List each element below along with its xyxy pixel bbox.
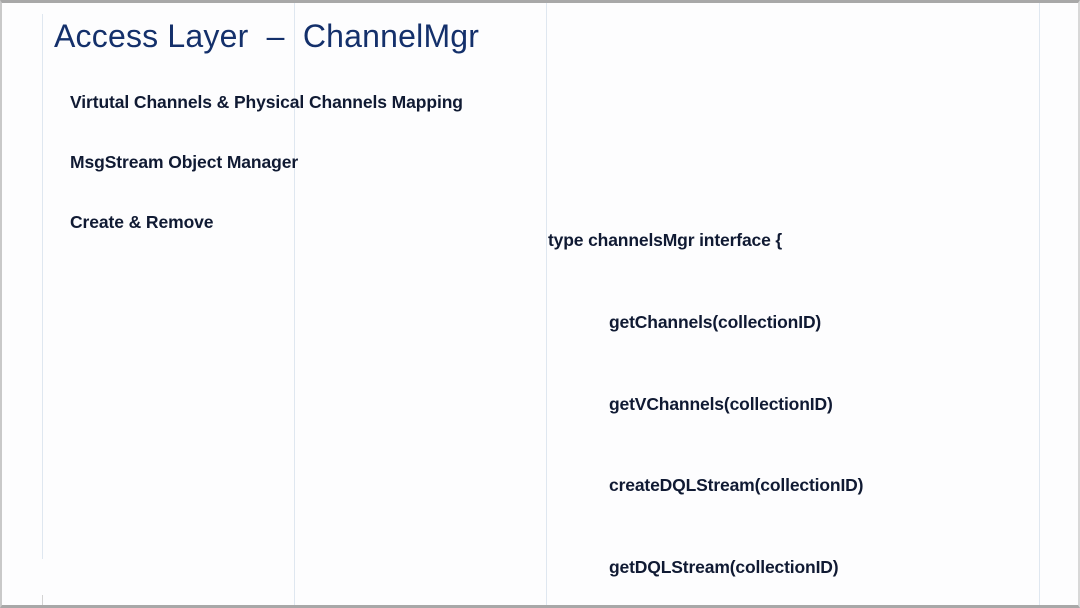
bullet-list: Virtutal Channels & Physical Channels Ma…: [70, 89, 590, 269]
code-line: createDQLStream(collectionID): [609, 475, 864, 496]
guide-line-vertical-1-stub: [42, 595, 43, 605]
guide-line-vertical-4: [1039, 3, 1040, 605]
bullet-item: MsgStream Object Manager: [70, 152, 299, 172]
bullet-item: Virtutal Channels & Physical Channels Ma…: [70, 92, 463, 112]
code-line: getVChannels(collectionID): [609, 393, 833, 414]
code-line: type channelsMgr interface {: [548, 230, 783, 251]
code-line: getDQLStream(collectionID): [609, 556, 839, 577]
code-block: type channelsMgr interface { getChannels…: [548, 173, 899, 605]
guide-line-vertical-1: [42, 14, 43, 559]
slide-title: Access Layer – ChannelMgr: [54, 18, 480, 54]
code-line: getChannels(collectionID): [609, 312, 822, 333]
bullet-item: Create & Remove: [70, 212, 214, 232]
